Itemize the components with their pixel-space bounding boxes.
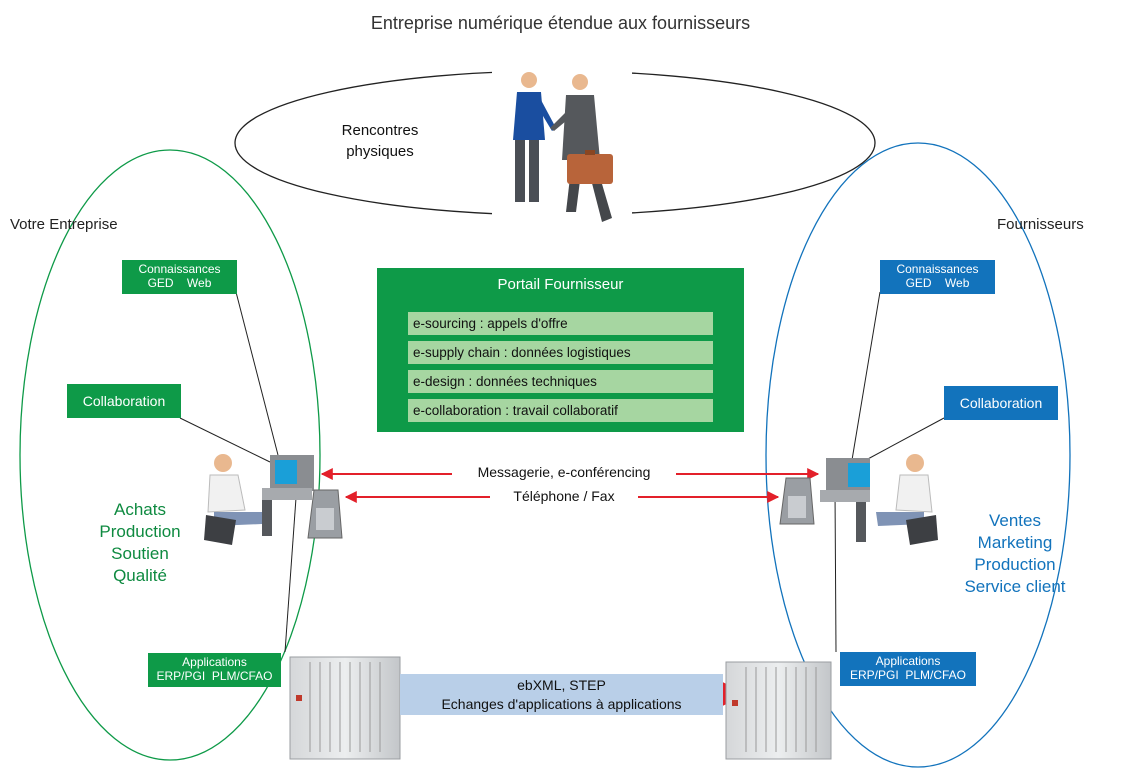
left-knowledge-box: Connaissances GED Web [122,260,237,294]
right-server-icon [725,661,832,760]
right-dept-0: Ventes [989,511,1041,530]
right-applications-box: Applications ERP/PGI PLM/CFAO [840,652,976,686]
left-dept-3: Qualité [113,566,167,585]
left-applications-box: Applications ERP/PGI PLM/CFAO [148,653,281,687]
portal-item-collaboration: e-collaboration : travail collaboratif [408,399,713,422]
exchange-line2: Echanges d'applications à applications [441,696,682,712]
left-applications-line1: Applications [182,655,247,669]
portal-item-supply-chain: e-supply chain : données logistiques [408,341,713,364]
phone-label: Téléphone / Fax [490,488,638,504]
left-dept-2: Soutien [111,544,169,563]
portal-title: Portail Fournisseur [497,276,624,293]
meeting-label-line1: Rencontres [341,122,419,139]
right-dept-2: Production [974,555,1056,574]
right-applications-line2: ERP/PGI PLM/CFAO [849,668,967,682]
left-collaboration-box: Collaboration [67,384,181,418]
right-knowledge-box: Connaissances GED Web [880,260,995,294]
left-dept-1: Production [99,522,181,541]
left-knowledge-line1: Connaissances [138,262,221,276]
right-dept-3: Service client [964,577,1066,596]
right-collaboration-box: Collaboration [944,386,1058,420]
right-applications-line1: Applications [875,654,941,668]
right-workstation-icon [820,454,938,545]
right-knowledge-line2: GED Web [905,276,970,290]
supplier-portal-box: Portail Fournisseur e-sourcing : appels … [377,268,744,432]
right-phone-icon [779,477,815,525]
right-departments: Ventes Marketing Production Service clie… [942,510,1088,598]
left-dept-0: Achats [114,500,166,519]
portal-item-design: e-design : données techniques [408,370,713,393]
messaging-label: Messagerie, e-conférencing [452,464,676,480]
right-side-label: Fournisseurs [997,216,1084,233]
left-applications-line2: ERP/PGI PLM/CFAO [156,669,273,683]
left-side-label: Votre Entreprise [10,216,118,233]
left-enterprise-ellipse [19,149,321,761]
right-dept-1: Marketing [977,533,1053,552]
exchange-line1: ebXML, STEP [517,677,606,693]
handshake-icon [513,72,613,222]
right-supplier-ellipse [765,142,1071,768]
right-knowledge-line1: Connaissances [896,262,979,276]
left-knowledge-line2: GED Web [147,276,212,290]
exchange-box: ebXML, STEP Echanges d'applications à ap… [400,674,723,715]
meeting-label-line2: physiques [346,143,414,160]
left-departments: Achats Production Soutien Qualité [80,499,200,587]
left-server-icon [289,656,401,760]
left-workstation-icon [204,454,314,545]
diagram-title: Entreprise numérique étendue aux fournis… [370,13,751,33]
portal-item-sourcing: e-sourcing : appels d'offre [408,312,713,335]
left-phone-icon [307,489,343,539]
meeting-label: Rencontres physiques [315,120,445,162]
